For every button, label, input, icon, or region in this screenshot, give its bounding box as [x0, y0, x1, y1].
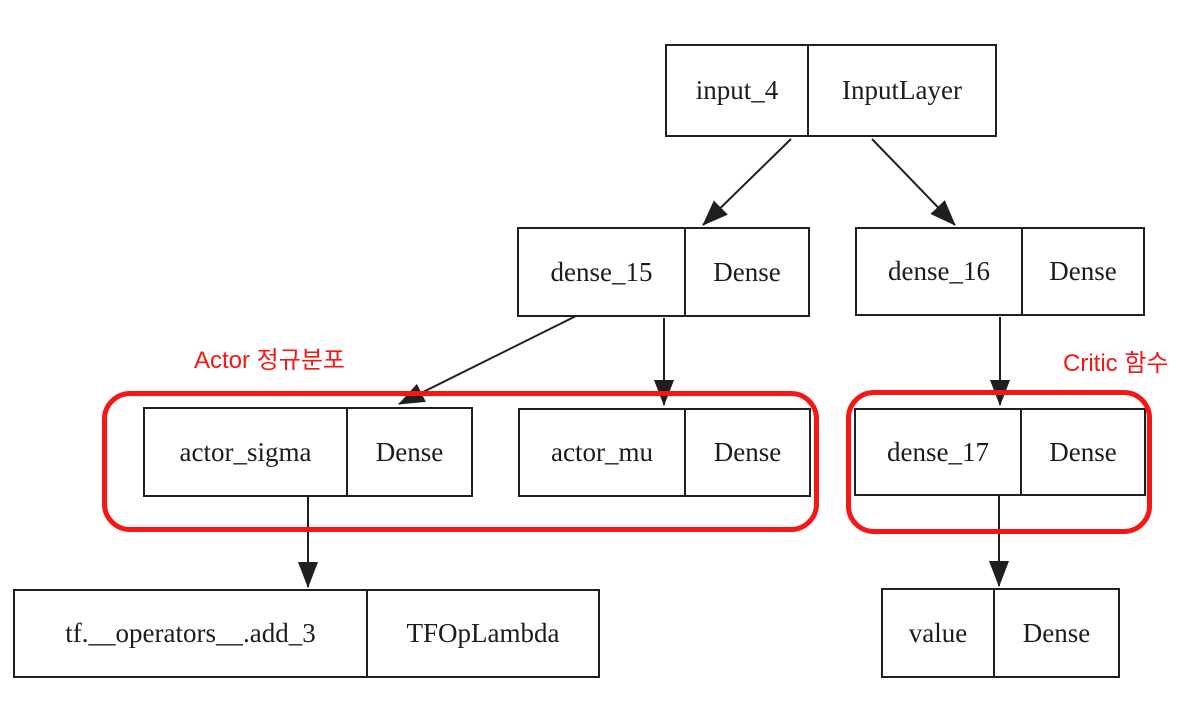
- layer-type-label: Dense: [1022, 617, 1091, 648]
- layer-type-label: Dense: [713, 437, 782, 467]
- critic-group-label: Critic 함수: [1063, 350, 1169, 377]
- layer-type-label: Dense: [375, 436, 444, 467]
- node-tf-operators-add-3: tf.__operators__.add_3 TFOpLambda: [13, 589, 600, 678]
- node-value: value Dense: [881, 588, 1120, 678]
- layer-name-label: input_4: [667, 46, 809, 135]
- actor-group-outline: [102, 391, 819, 532]
- node-dense-15: dense_15 Dense: [517, 227, 810, 317]
- layer-type-label: InputLayer: [842, 75, 962, 105]
- edge-input4-dense15: [702, 138, 792, 226]
- layer-name-label: tf.__operators__.add_3: [15, 591, 368, 676]
- node-input-4: input_4 InputLayer: [665, 44, 997, 137]
- layer-name-label: dense_15: [519, 229, 686, 315]
- critic-group-outline: [846, 390, 1152, 534]
- node-actor-sigma: actor_sigma Dense: [143, 407, 473, 497]
- layer-name-label: actor_sigma: [145, 409, 348, 495]
- layer-name-label: dense_16: [857, 229, 1023, 314]
- edge-input4-dense16: [871, 138, 956, 226]
- actor-group-label: Actor 정규분포: [194, 347, 346, 374]
- layer-type-label: TFOpLambda: [406, 618, 560, 648]
- layer-name-label: dense_17: [856, 410, 1022, 494]
- node-actor-mu: actor_mu Dense: [518, 408, 811, 497]
- layer-type-label: Dense: [1049, 256, 1117, 286]
- layer-type-label: Dense: [1049, 436, 1117, 467]
- node-dense-16: dense_16 Dense: [855, 227, 1145, 316]
- layer-name-label: actor_mu: [520, 410, 686, 495]
- node-dense-17: dense_17 Dense: [854, 408, 1146, 496]
- layer-name-label: value: [883, 590, 995, 676]
- edge-dense15-actorsigma: [398, 315, 577, 405]
- layer-type-label: Dense: [713, 256, 781, 287]
